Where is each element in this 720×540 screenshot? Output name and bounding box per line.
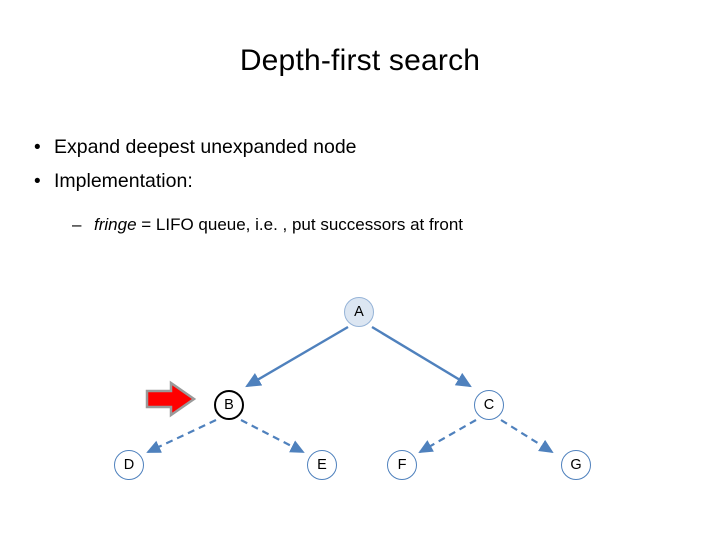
- bullet-text: Expand deepest unexpanded node: [54, 136, 357, 158]
- edge-b-e: [240, 419, 305, 453]
- bullet-marker: •: [34, 137, 41, 158]
- bullet-item-2: • Implementation:: [34, 170, 193, 193]
- bullet-marker: •: [34, 171, 41, 192]
- bullet-item-1: • Expand deepest unexpanded node: [34, 136, 357, 159]
- tree-node-f[interactable]: F: [387, 450, 417, 480]
- sub-bullet-marker: –: [72, 215, 82, 234]
- page-title: Depth-first search: [239, 44, 481, 77]
- edge-a-c: [371, 325, 472, 388]
- tree-node-label: E: [317, 456, 327, 473]
- bullet-text: Implementation:: [54, 170, 193, 192]
- tree-node-c[interactable]: C: [474, 390, 504, 420]
- tree-node-e[interactable]: E: [307, 450, 337, 480]
- tree-node-label: D: [123, 456, 135, 473]
- sub-bullet-text: = LIFO queue, i.e. , put successors at f…: [136, 215, 464, 234]
- edge-c-f: [418, 419, 477, 453]
- current-node-pointer-icon: [145, 380, 197, 418]
- tree-node-label: F: [397, 456, 407, 473]
- tree-node-label: G: [570, 456, 582, 473]
- tree-node-label: B: [224, 396, 234, 413]
- edge-c-g: [500, 419, 554, 454]
- tree-node-b[interactable]: B: [214, 390, 244, 420]
- sub-bullet-emphasis: fringe: [94, 215, 137, 234]
- tree-node-label: A: [354, 303, 364, 320]
- edge-b-d: [146, 419, 217, 453]
- tree-node-d[interactable]: D: [114, 450, 144, 480]
- tree-node-a[interactable]: A: [344, 297, 374, 327]
- sub-bullet-item-1: –fringe = LIFO queue, i.e. , put success…: [72, 215, 463, 235]
- edge-a-b: [245, 325, 349, 388]
- tree-node-g[interactable]: G: [561, 450, 591, 480]
- tree-node-label: C: [483, 396, 495, 413]
